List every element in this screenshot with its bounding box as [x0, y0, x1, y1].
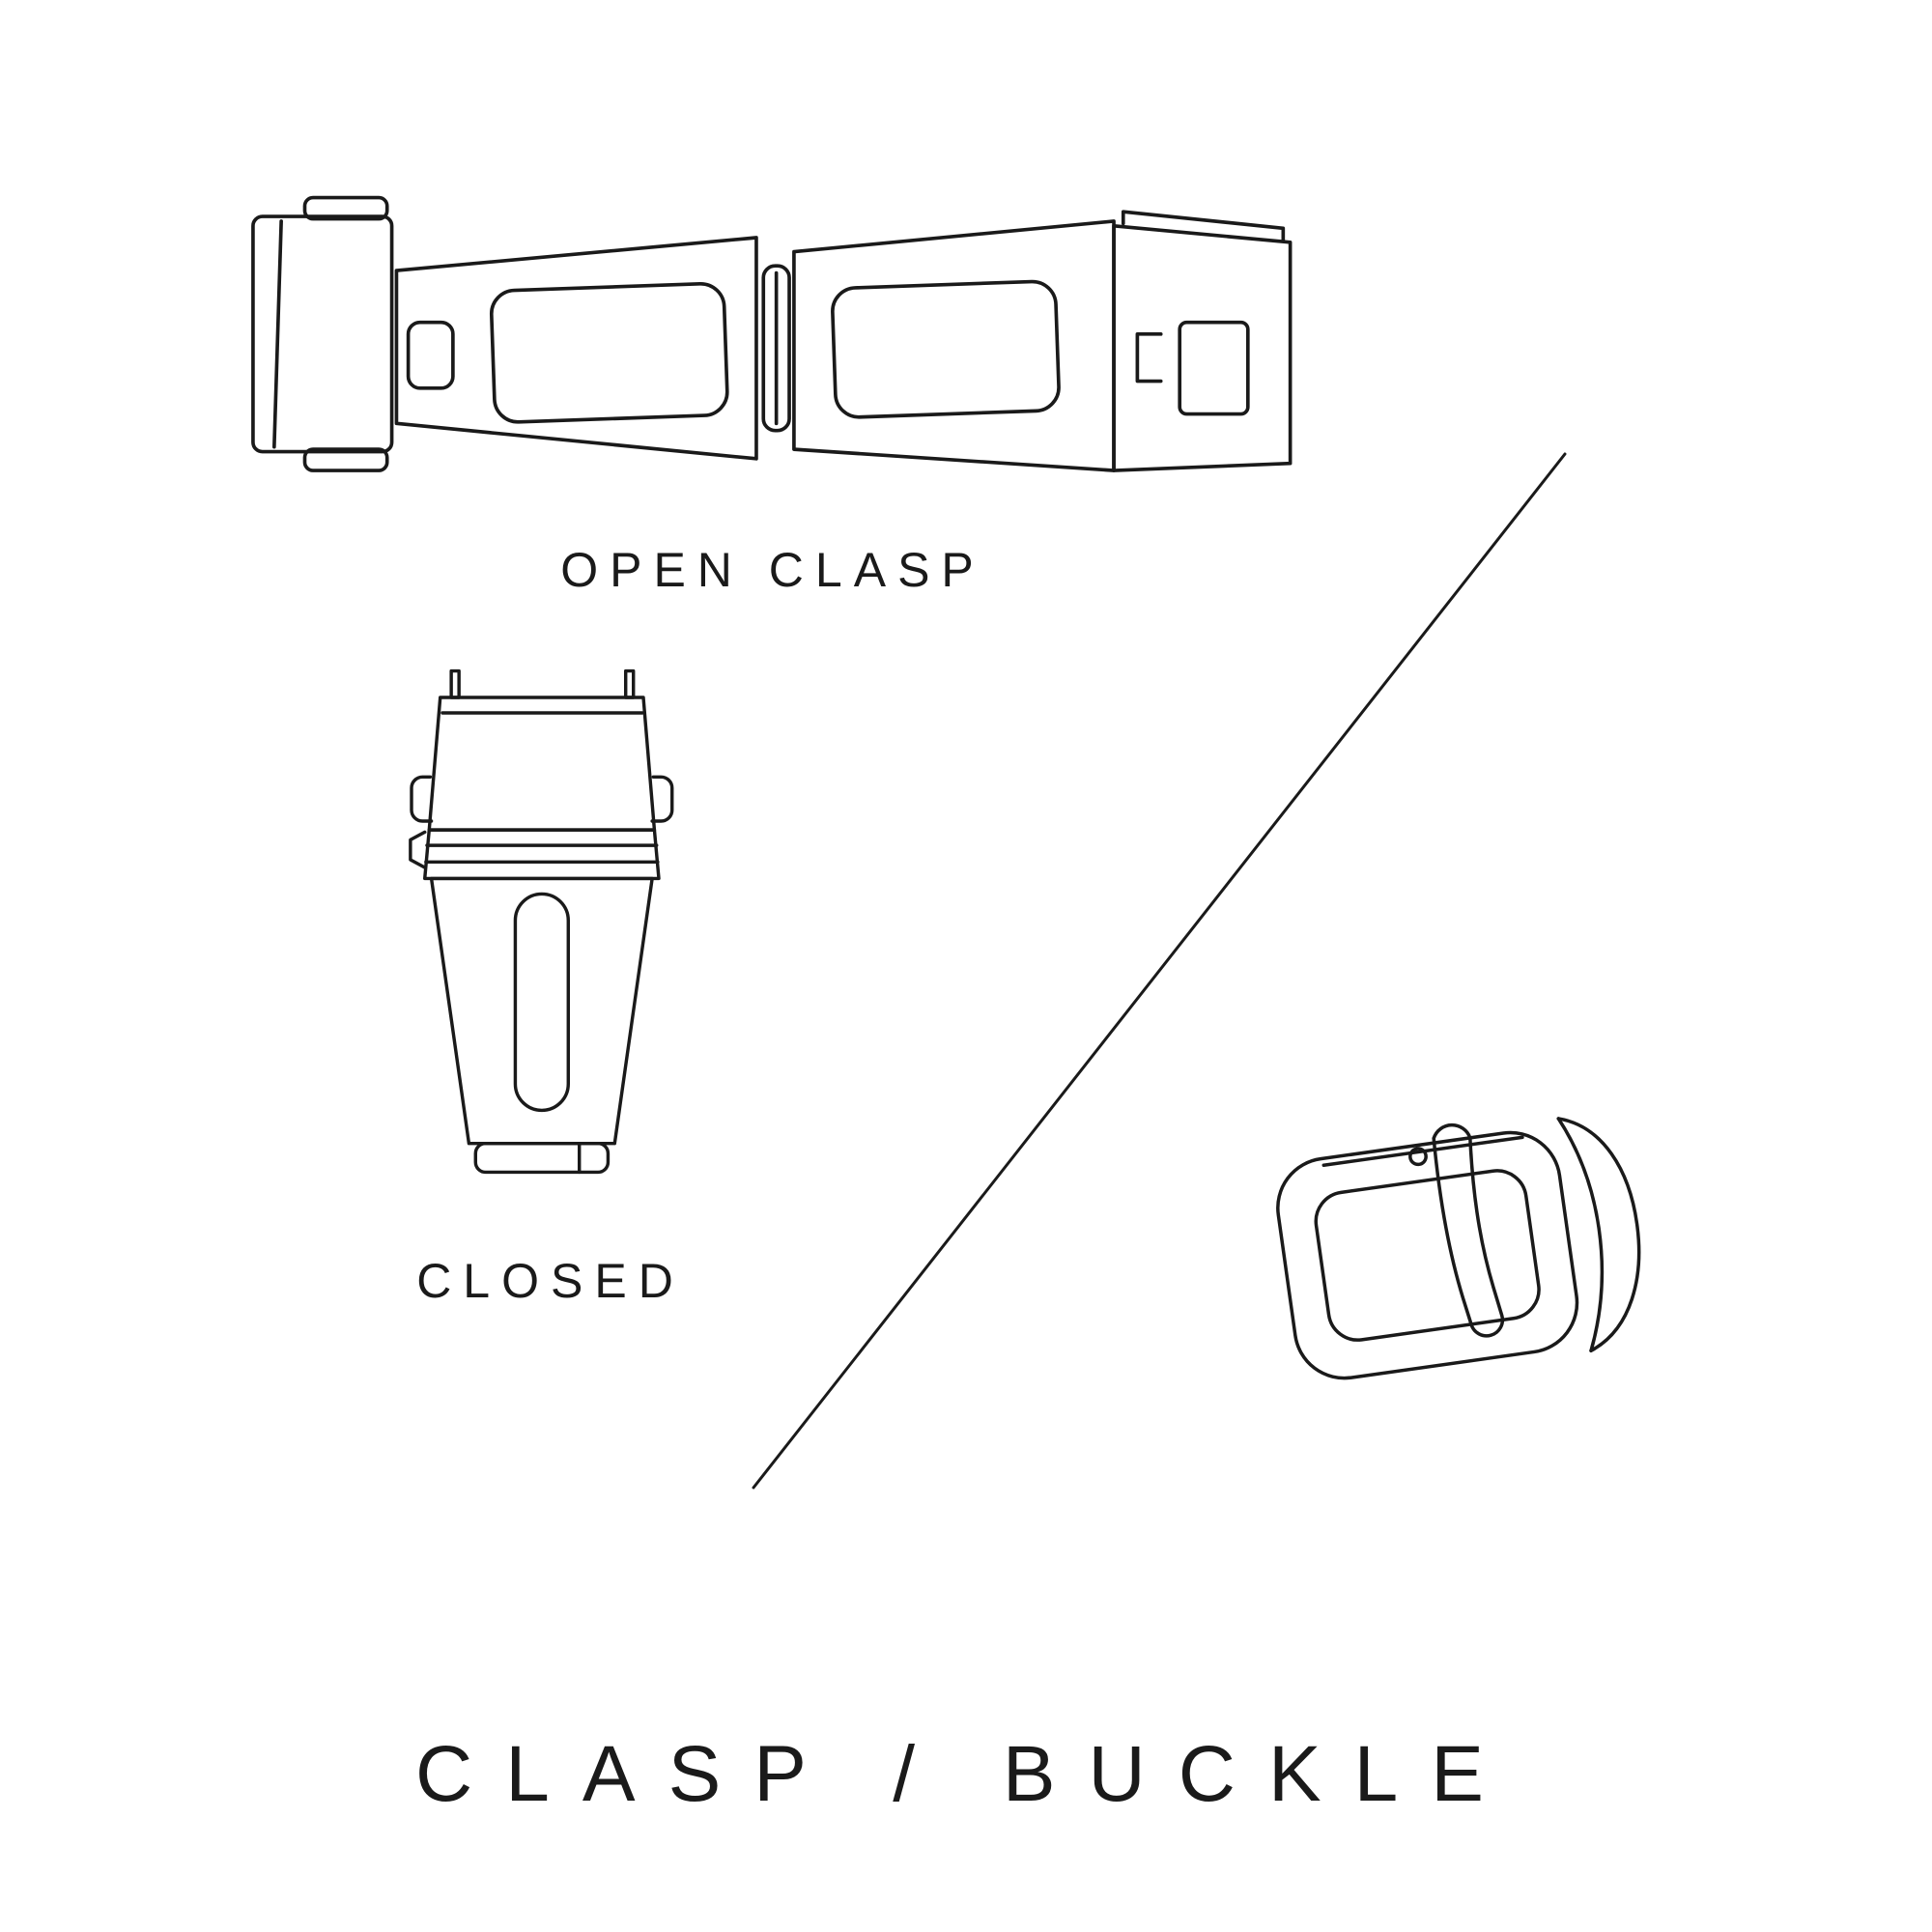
page-title: CLASP / BUCKLE — [415, 1730, 1517, 1818]
buckle-illustration — [1276, 1117, 1641, 1380]
open-clasp-figure: OPEN CLASP — [232, 184, 1314, 598]
open-clasp-illustration — [251, 195, 1293, 472]
buckle-figure — [1256, 1082, 1662, 1420]
open-clasp-label: OPEN CLASP — [560, 542, 985, 597]
closed-clasp-illustration — [409, 668, 674, 1175]
closed-clasp-label: CLOSED — [416, 1253, 685, 1308]
closed-clasp-figure: CLOSED — [396, 667, 705, 1309]
